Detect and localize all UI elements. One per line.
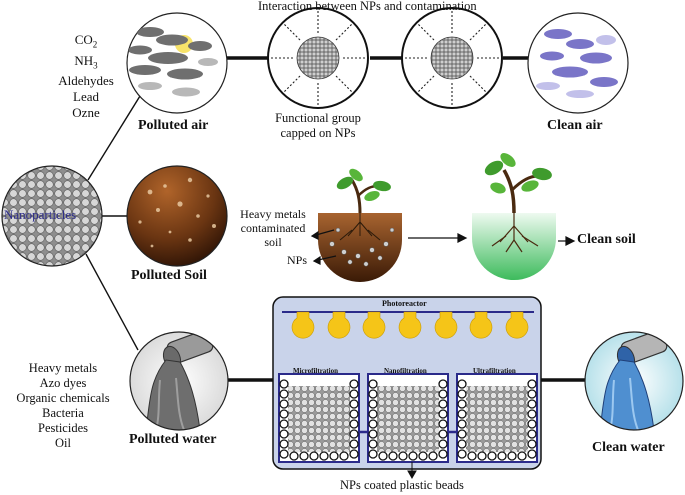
heavy-metals-line-2: contaminated bbox=[240, 221, 306, 235]
clean-water-circle bbox=[584, 331, 684, 431]
air-pollutant-list: CO2 NH3 Aldehydes Lead Ozne bbox=[54, 32, 118, 121]
pollutant-ozne: Ozne bbox=[72, 105, 100, 121]
nanoparticles-label: Nanoparticles bbox=[4, 207, 77, 222]
clean-soil-pot bbox=[472, 153, 556, 280]
polluted-water-circle bbox=[129, 331, 229, 431]
polluted-soil-label: Polluted Soil bbox=[131, 268, 207, 283]
filtration-units bbox=[278, 373, 538, 480]
nps-label: NPs bbox=[287, 253, 308, 267]
beads-label: NPs coated plastic beads bbox=[340, 478, 464, 492]
clean-soil-label: Clean soil bbox=[577, 232, 636, 247]
nanofiltration-label: Nanofiltration bbox=[384, 367, 427, 375]
interaction-circle-1 bbox=[267, 7, 369, 109]
clean-air-circle bbox=[527, 12, 629, 114]
ultrafiltration-label: Ultrafiltration bbox=[473, 367, 516, 375]
soil-arrows bbox=[310, 229, 576, 265]
microfiltration-label: Microfiltration bbox=[293, 367, 338, 375]
functional-group-label: Functional group capped on NPs bbox=[268, 111, 368, 141]
heavy-metals-soil-label: Heavy metals contaminated soil bbox=[234, 207, 312, 249]
polluted-air-circle bbox=[126, 12, 228, 114]
polluted-soil-circle bbox=[126, 165, 228, 267]
pollutant-pesticides: Pesticides bbox=[38, 421, 88, 435]
pollutant-aldehydes: Aldehydes bbox=[58, 73, 114, 89]
clean-water-label: Clean water bbox=[592, 440, 665, 455]
pollutant-lead: Lead bbox=[73, 89, 99, 105]
pollutant-oil: Oil bbox=[55, 436, 71, 450]
thick-connectors bbox=[227, 56, 586, 382]
nanoparticles-circle bbox=[1, 165, 103, 267]
pollutant-nh3: NH3 bbox=[74, 52, 98, 71]
interaction-circle-2 bbox=[401, 7, 503, 109]
clean-air-label: Clean air bbox=[547, 118, 603, 133]
heavy-metals-line-1: Heavy metals bbox=[240, 207, 306, 221]
pollutant-co2: CO2 bbox=[74, 32, 98, 50]
pollutant-bacteria: Bacteria bbox=[42, 406, 84, 420]
functional-group-line-1: Functional group bbox=[275, 111, 361, 125]
polluted-water-label: Polluted water bbox=[129, 432, 217, 447]
top-title: Interaction between NPs and contaminatio… bbox=[258, 0, 477, 13]
pollutant-organic-chemicals: Organic chemicals bbox=[16, 391, 110, 405]
heavy-metals-line-3: soil bbox=[264, 235, 282, 249]
connector-lines bbox=[85, 95, 141, 351]
water-pollutant-list: Heavy metals Azo dyes Organic chemicals … bbox=[4, 361, 122, 451]
contaminated-soil-pot bbox=[318, 168, 402, 282]
polluted-air-label: Polluted air bbox=[138, 118, 209, 133]
pollutant-azo-dyes: Azo dyes bbox=[39, 376, 87, 390]
photoreactor-label: Photoreactor bbox=[382, 299, 427, 308]
functional-group-line-2: capped on NPs bbox=[280, 126, 356, 140]
pollutant-heavy-metals: Heavy metals bbox=[28, 361, 98, 375]
